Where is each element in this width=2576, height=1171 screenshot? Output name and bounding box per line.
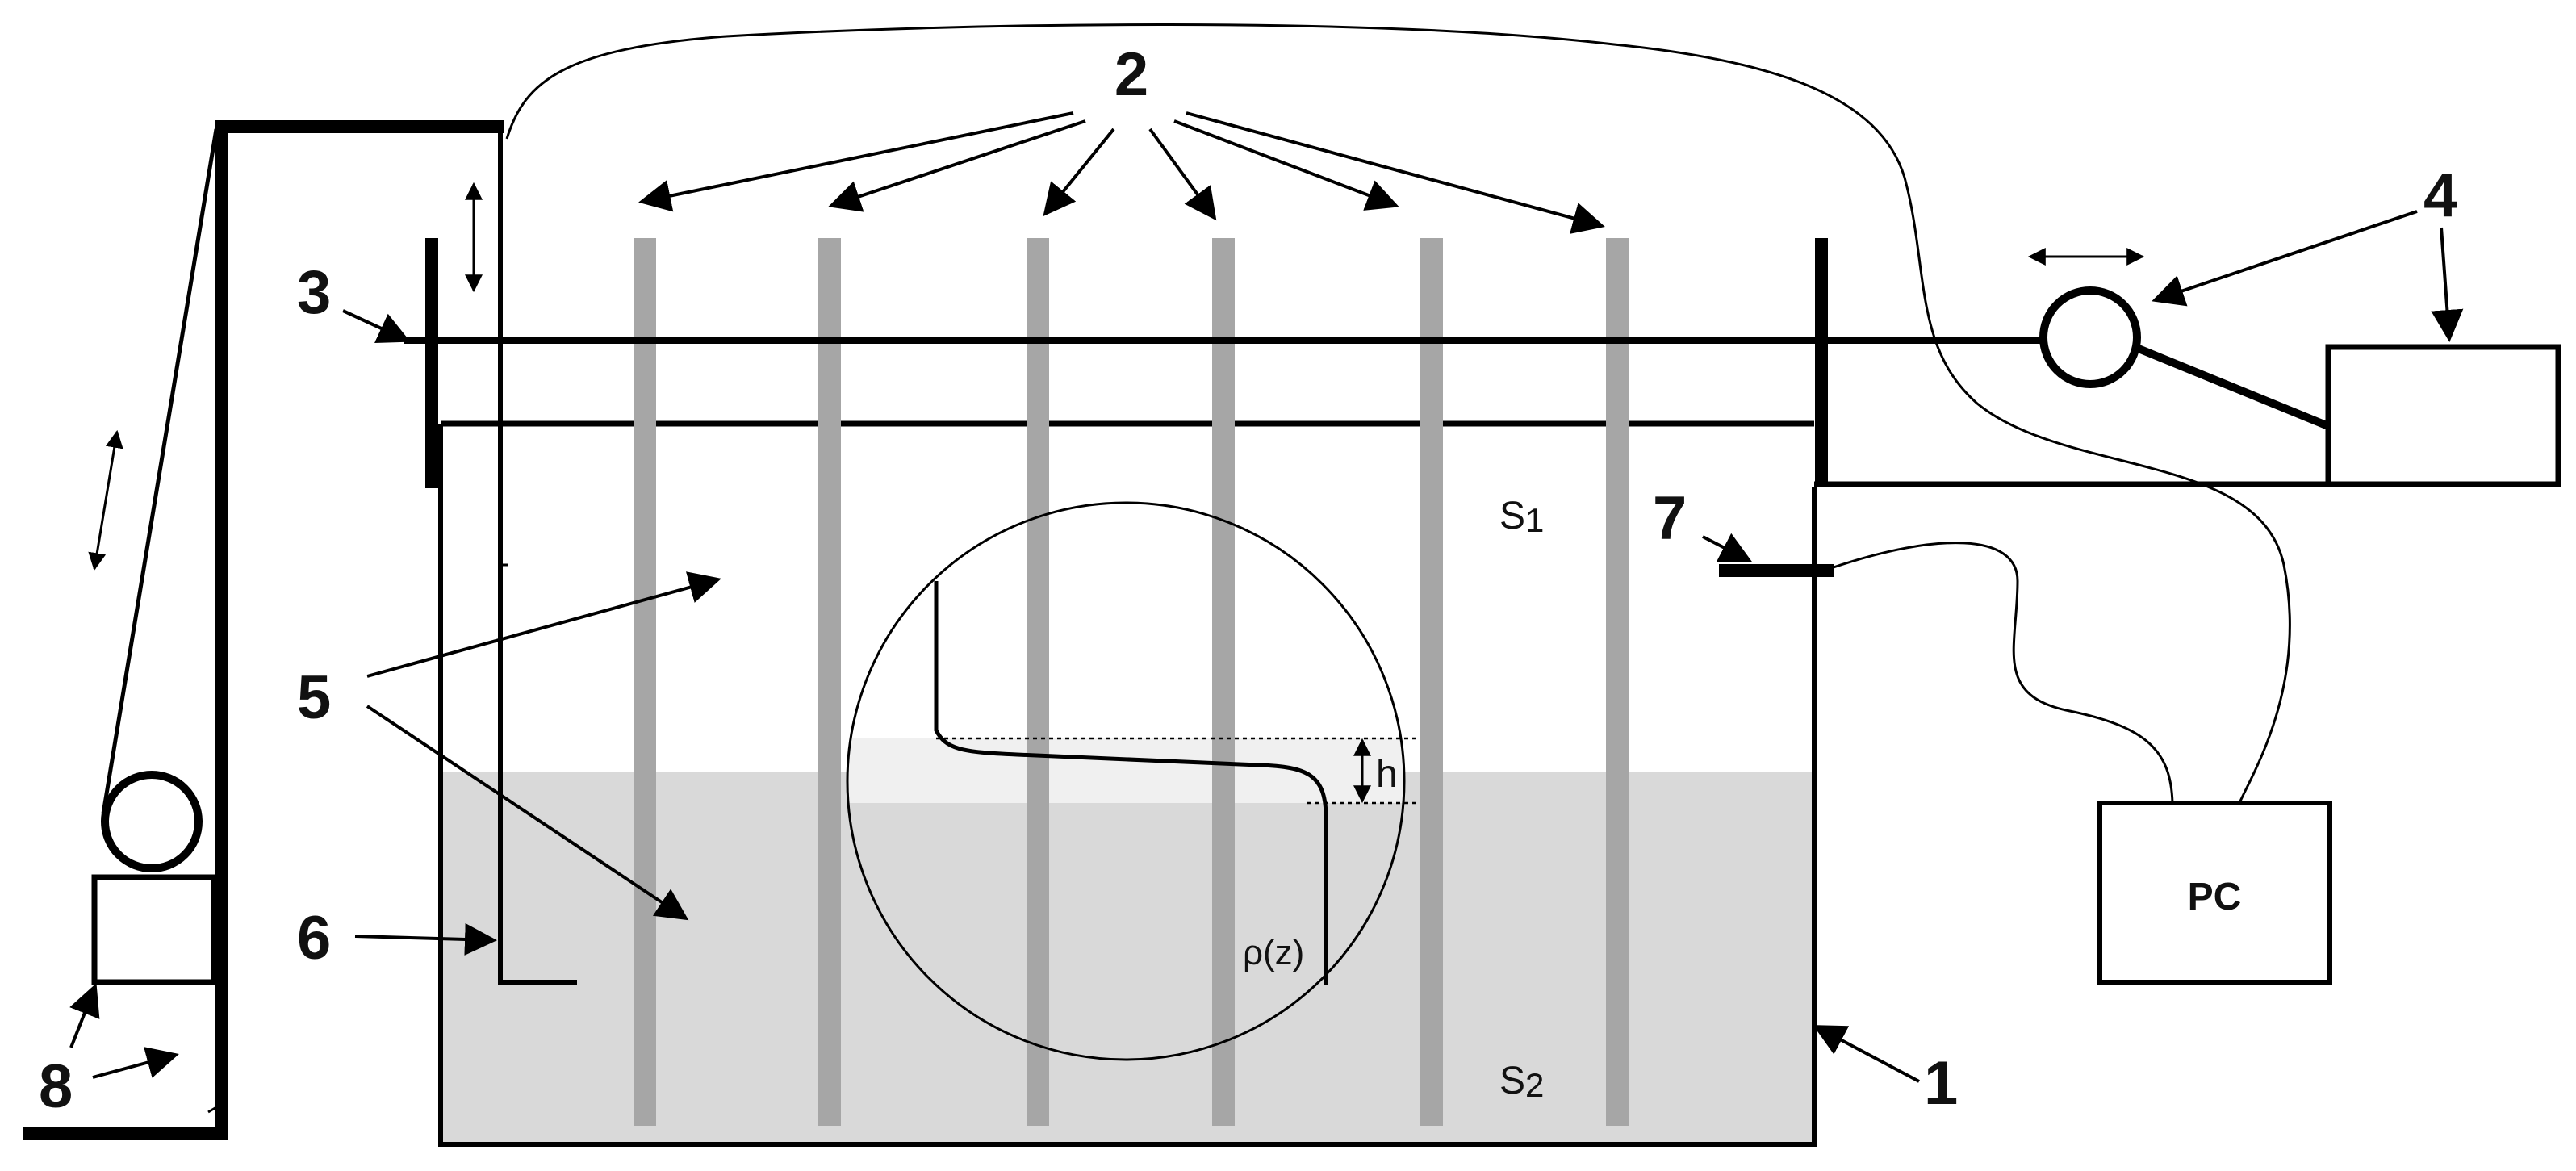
- probe: [1420, 238, 1443, 1126]
- probe: [1027, 238, 1049, 1126]
- probe: [818, 238, 841, 1126]
- label-lift: 8: [39, 1052, 73, 1121]
- label-drive-motor: 4: [2423, 161, 2457, 230]
- lower-layer-symbol: S2: [1499, 1060, 1544, 1104]
- interface-thickness-symbol: h: [1376, 753, 1398, 796]
- label-vertical-probe: 6: [297, 904, 331, 972]
- density-profile-symbol: ρ(z): [1243, 933, 1304, 972]
- cable-probes-to-pc: [505, 23, 2291, 804]
- pulley-wheel: [2039, 286, 2141, 388]
- probe: [1606, 238, 1629, 1126]
- pc-box: [2097, 801, 2332, 985]
- probe-array: [634, 238, 1629, 1126]
- interface-band: [847, 738, 1404, 803]
- label-tank: 1: [1924, 1049, 1958, 1118]
- label-probes: 2: [1114, 40, 1148, 109]
- probe: [1212, 238, 1235, 1126]
- tank: [438, 424, 1817, 1147]
- profile-inset-circle: [846, 501, 1406, 1061]
- motion-arrow-vertical-lift: [88, 429, 123, 571]
- label-fluid-layers: 5: [297, 663, 331, 732]
- pc-label: PC: [2188, 876, 2242, 918]
- probe-pointer-arrows: [638, 111, 1605, 234]
- density-profile-curve: [934, 581, 1328, 985]
- cable-sensor-to-pc: [1833, 542, 2174, 804]
- label-sensor: 7: [1653, 484, 1687, 553]
- upper-layer-symbol: S1: [1499, 495, 1544, 539]
- lift-pulley: [101, 771, 203, 872]
- vertical-probe: [498, 129, 577, 985]
- label-traverse-rail: 3: [297, 258, 331, 327]
- drive-link: [2133, 343, 2330, 430]
- motor-shelf: [1814, 344, 2561, 487]
- lift-frame: [23, 120, 504, 1140]
- lift-motor-box: [91, 874, 217, 985]
- lift-cable: [101, 128, 219, 814]
- probe: [634, 238, 656, 1126]
